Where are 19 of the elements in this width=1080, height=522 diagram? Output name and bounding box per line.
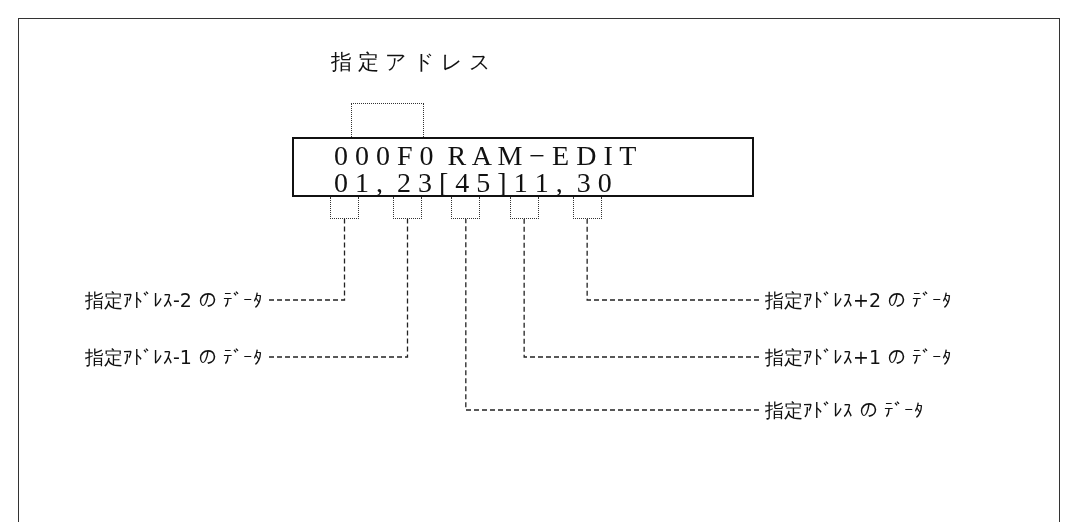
leader-line — [523, 218, 760, 358]
dotted-bracket — [330, 197, 359, 219]
leader-line — [586, 218, 760, 301]
leader-line — [465, 218, 760, 411]
callout-label: 指定ｱﾄﾞﾚｽ+1 の ﾃﾞｰﾀ — [765, 345, 953, 369]
lcd-display — [292, 137, 754, 197]
dotted-bracket — [509, 197, 539, 219]
callout-label: 指定ｱﾄﾞﾚｽ-1 の ﾃﾞｰﾀ — [85, 345, 264, 369]
callout-label: 指定ｱﾄﾞﾚｽ+2 の ﾃﾞｰﾀ — [765, 288, 953, 312]
display-text: 0 0 0 F 0 R A M − E D I T — [334, 142, 637, 170]
dotted-bracket — [393, 197, 422, 219]
dotted-bracket — [451, 197, 481, 219]
callout-label: 指定ｱﾄﾞﾚｽ の ﾃﾞｰﾀ — [765, 398, 925, 422]
dotted-bracket — [351, 103, 424, 137]
callout-label: 指定ｱﾄﾞﾚｽ-2 の ﾃﾞｰﾀ — [85, 288, 264, 312]
field-caption: 指定アドレス — [331, 49, 497, 75]
leader-line — [268, 218, 409, 358]
leader-line — [268, 218, 346, 301]
dotted-bracket — [572, 197, 602, 219]
